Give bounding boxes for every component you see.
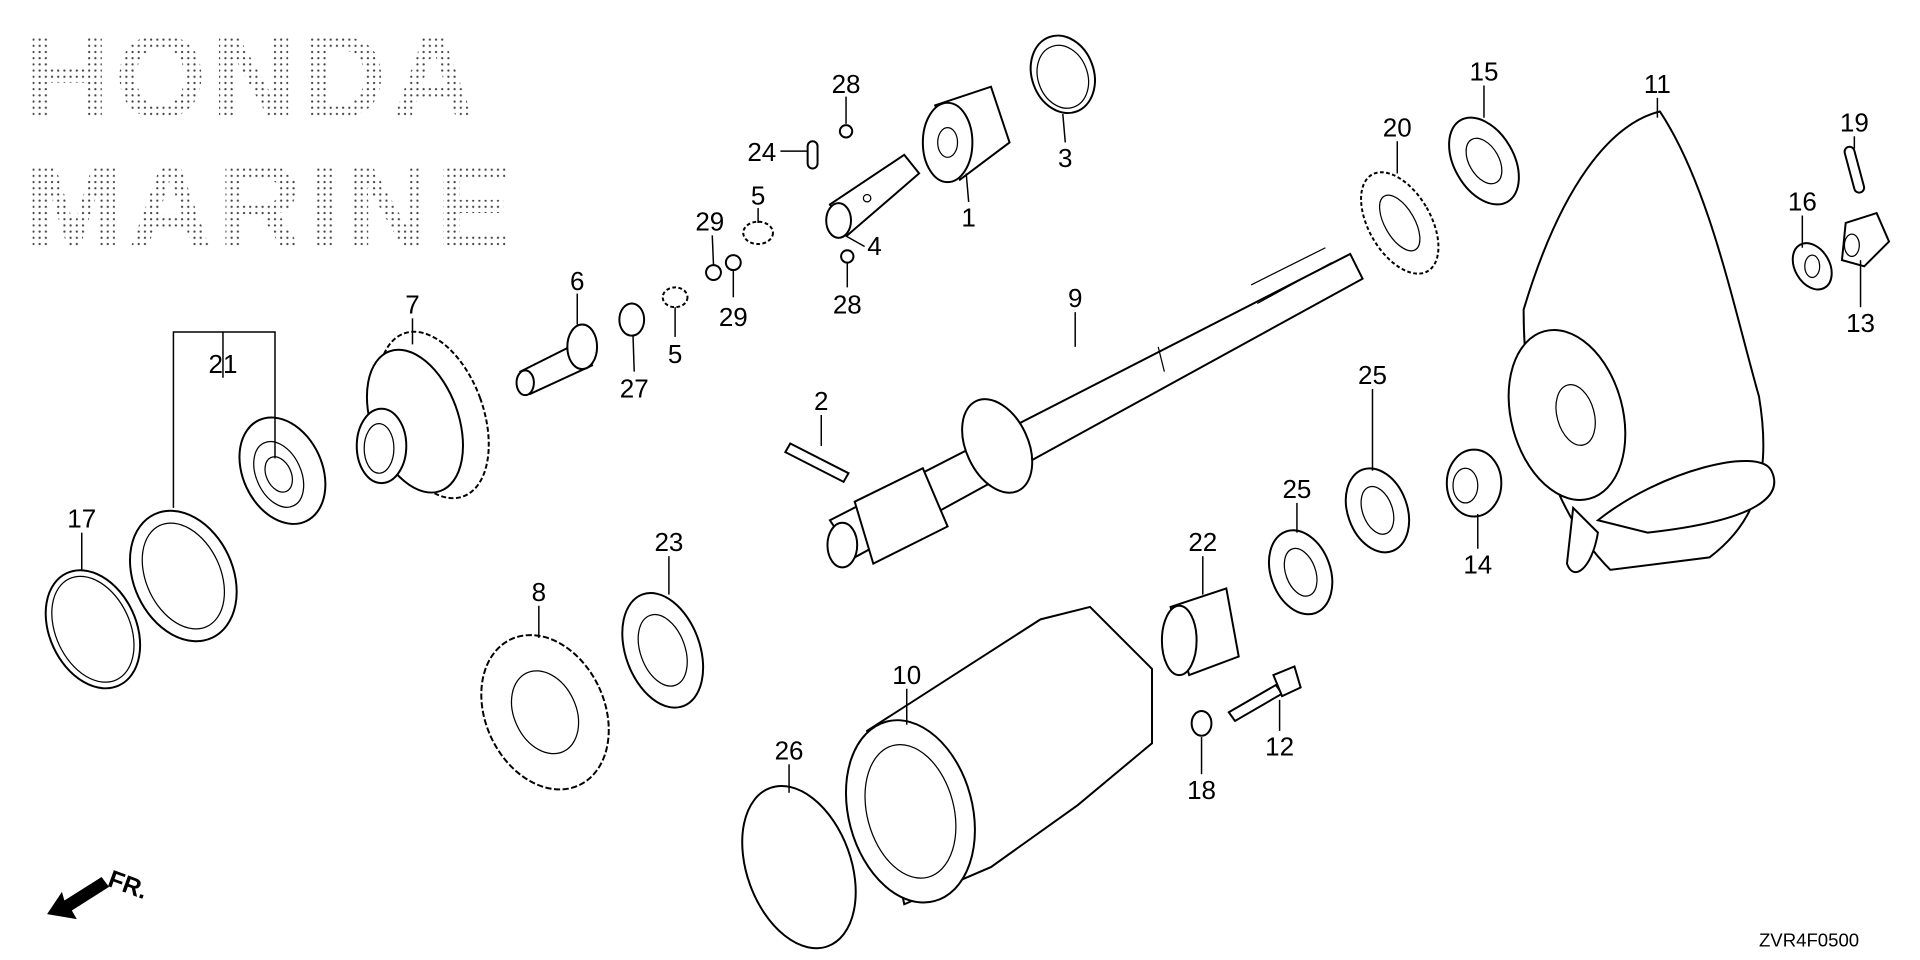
part-29-ball (724, 254, 742, 272)
diagram-code: ZVR4F0500 (1759, 929, 1859, 950)
part-20-thrust-bearing (1360, 171, 1440, 275)
part-19-cotter-pin (1843, 145, 1866, 194)
callouts: 28 24 5 29 29 28 4 1 3 6 27 5 7 21 17 20… (67, 57, 1875, 805)
front-direction-indicator: FR. (47, 866, 151, 920)
part-29-ball (705, 264, 722, 281)
part-28-ball (840, 249, 855, 264)
callout-27[interactable]: 27 (620, 374, 649, 404)
callout-7[interactable]: 7 (405, 289, 419, 319)
part-4-shifter (825, 153, 921, 239)
callout-22[interactable]: 22 (1188, 527, 1217, 557)
callout-19[interactable]: 19 (1840, 107, 1869, 137)
callout-25[interactable]: 25 (1358, 360, 1387, 390)
part-10-bearing-holder (844, 605, 1153, 906)
callout-12[interactable]: 12 (1265, 732, 1294, 762)
callout-16[interactable]: 16 (1788, 187, 1817, 217)
part-2-pin (783, 442, 850, 484)
callout-29[interactable]: 29 (695, 206, 724, 236)
callout-8[interactable]: 8 (532, 577, 546, 607)
callout-18[interactable]: 18 (1187, 775, 1216, 805)
part-13-nut (1840, 211, 1891, 268)
callout-29[interactable]: 29 (719, 302, 748, 332)
callout-6[interactable]: 6 (570, 266, 584, 296)
callout-23[interactable]: 23 (654, 527, 683, 557)
part-26-o-ring (741, 784, 857, 950)
leader-lines (81, 85, 1862, 793)
part-3-ring (1029, 34, 1096, 115)
part-24-pin (806, 140, 819, 170)
callout-13[interactable]: 13 (1846, 308, 1875, 338)
callout-4[interactable]: 4 (867, 231, 881, 261)
callout-28[interactable]: 28 (832, 69, 861, 99)
part-25-oil-seal (1268, 529, 1334, 616)
part-23-ball-bearing (621, 592, 705, 709)
callout-14[interactable]: 14 (1463, 550, 1492, 580)
callout-20[interactable]: 20 (1383, 112, 1412, 142)
part-12-bolt (1227, 665, 1302, 723)
part-27-clip (618, 302, 646, 337)
part-14-spacer (1445, 448, 1503, 518)
part-21-bearing (128, 416, 327, 643)
part-8-gear (480, 634, 610, 791)
callout-24[interactable]: 24 (747, 137, 776, 167)
callout-9[interactable]: 9 (1068, 283, 1082, 313)
watermark-line1: HONDA (25, 11, 481, 143)
callout-15[interactable]: 15 (1470, 57, 1499, 87)
part-25-oil-seal (1344, 467, 1411, 554)
part-11-propeller (1507, 110, 1776, 574)
part-9-propeller-shaft (826, 247, 1364, 569)
callout-21[interactable]: 21 (209, 349, 238, 379)
part-17-ring (44, 569, 142, 690)
callout-11[interactable]: 11 (1644, 69, 1671, 99)
part-5-springs (661, 220, 774, 309)
part-1-clutch (921, 85, 1011, 184)
callout-17[interactable]: 17 (67, 504, 96, 534)
front-label: FR. (104, 866, 151, 905)
callout-25[interactable]: 25 (1282, 474, 1311, 504)
part-18-washer (1190, 710, 1213, 737)
watermark-line2: MARINE (25, 141, 519, 273)
part-15-washer (1448, 116, 1520, 206)
part-22-needle-bearing (1160, 587, 1240, 677)
callout-28[interactable]: 28 (833, 289, 862, 319)
watermark: HONDA MARINE (25, 11, 519, 273)
part-6-slider (515, 323, 599, 397)
callout-26[interactable]: 26 (775, 735, 804, 765)
callout-3[interactable]: 3 (1058, 143, 1072, 173)
part-28-ball (838, 124, 854, 139)
callout-1[interactable]: 1 (961, 203, 975, 233)
callout-5[interactable]: 5 (668, 339, 682, 369)
part-16-washer (1791, 242, 1833, 291)
callout-10[interactable]: 10 (892, 660, 921, 690)
part-7-gear (355, 330, 490, 500)
callout-2[interactable]: 2 (814, 386, 828, 416)
callout-5[interactable]: 5 (751, 180, 765, 210)
